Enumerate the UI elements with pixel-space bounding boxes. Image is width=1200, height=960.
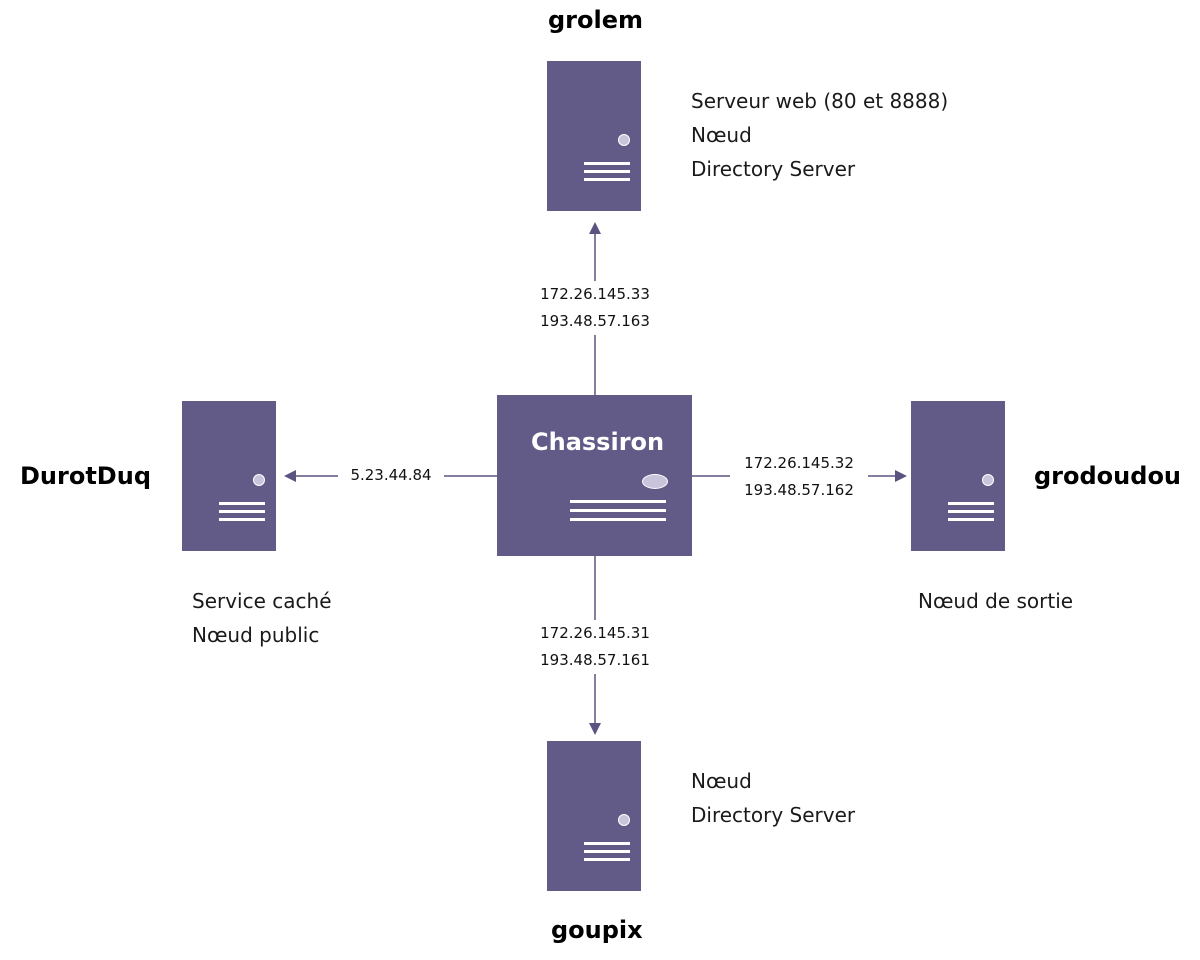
router-vents xyxy=(570,500,666,526)
server-vents xyxy=(219,502,265,526)
server-tower-icon xyxy=(547,741,641,891)
center-node-name: Chassiron xyxy=(531,428,665,456)
server-tower-icon xyxy=(182,401,276,551)
node-name-grolem: grolem xyxy=(548,6,644,34)
router-led xyxy=(642,474,668,489)
server-tower-icon xyxy=(911,401,1005,551)
link-label-grolem: 172.26.145.33 193.48.57.163 xyxy=(526,281,664,335)
ip-address: 193.48.57.161 xyxy=(540,651,650,669)
node-name-goupix: goupix xyxy=(551,916,643,944)
node-name-durotduq: DurotDuq xyxy=(20,462,151,490)
info-line: Nœud xyxy=(691,123,752,147)
ip-address: 172.26.145.33 xyxy=(540,285,650,303)
info-line: Nœud xyxy=(691,769,752,793)
server-led-icon xyxy=(253,474,265,486)
info-line: Directory Server xyxy=(691,803,856,827)
router-box-icon xyxy=(497,395,692,556)
ip-address: 193.48.57.162 xyxy=(744,481,854,499)
info-line: Serveur web (80 et 8888) xyxy=(691,89,949,113)
info-line: Service caché xyxy=(192,589,332,613)
link-label-goupix: 172.26.145.31 193.48.57.161 xyxy=(526,620,664,674)
server-led-icon xyxy=(982,474,994,486)
link-label-durotduq: 5.23.44.84 xyxy=(338,462,444,489)
link-label-grodoudou: 172.26.145.32 193.48.57.162 xyxy=(730,450,868,504)
ip-address: 193.48.57.163 xyxy=(540,312,650,330)
node-info-durotduq: Service caché Nœud public xyxy=(192,584,332,652)
node-info-grolem: Serveur web (80 et 8888) Nœud Directory … xyxy=(691,84,948,186)
server-tower-icon xyxy=(547,61,641,211)
server-led-icon xyxy=(618,814,630,826)
ip-address: 172.26.145.32 xyxy=(744,454,854,472)
server-led-icon xyxy=(618,134,630,146)
server-vents xyxy=(584,842,630,866)
node-info-grodoudou: Nœud de sortie xyxy=(918,584,1073,618)
node-name-grodoudou: grodoudou xyxy=(1034,462,1182,490)
server-vents xyxy=(948,502,994,526)
info-line: Directory Server xyxy=(691,157,856,181)
server-vents xyxy=(584,162,630,186)
info-line: Nœud public xyxy=(192,623,320,647)
ip-address: 5.23.44.84 xyxy=(350,466,432,484)
ip-address: 172.26.145.31 xyxy=(540,624,650,642)
node-info-goupix: Nœud Directory Server xyxy=(691,764,855,832)
info-line: Nœud de sortie xyxy=(918,589,1074,613)
